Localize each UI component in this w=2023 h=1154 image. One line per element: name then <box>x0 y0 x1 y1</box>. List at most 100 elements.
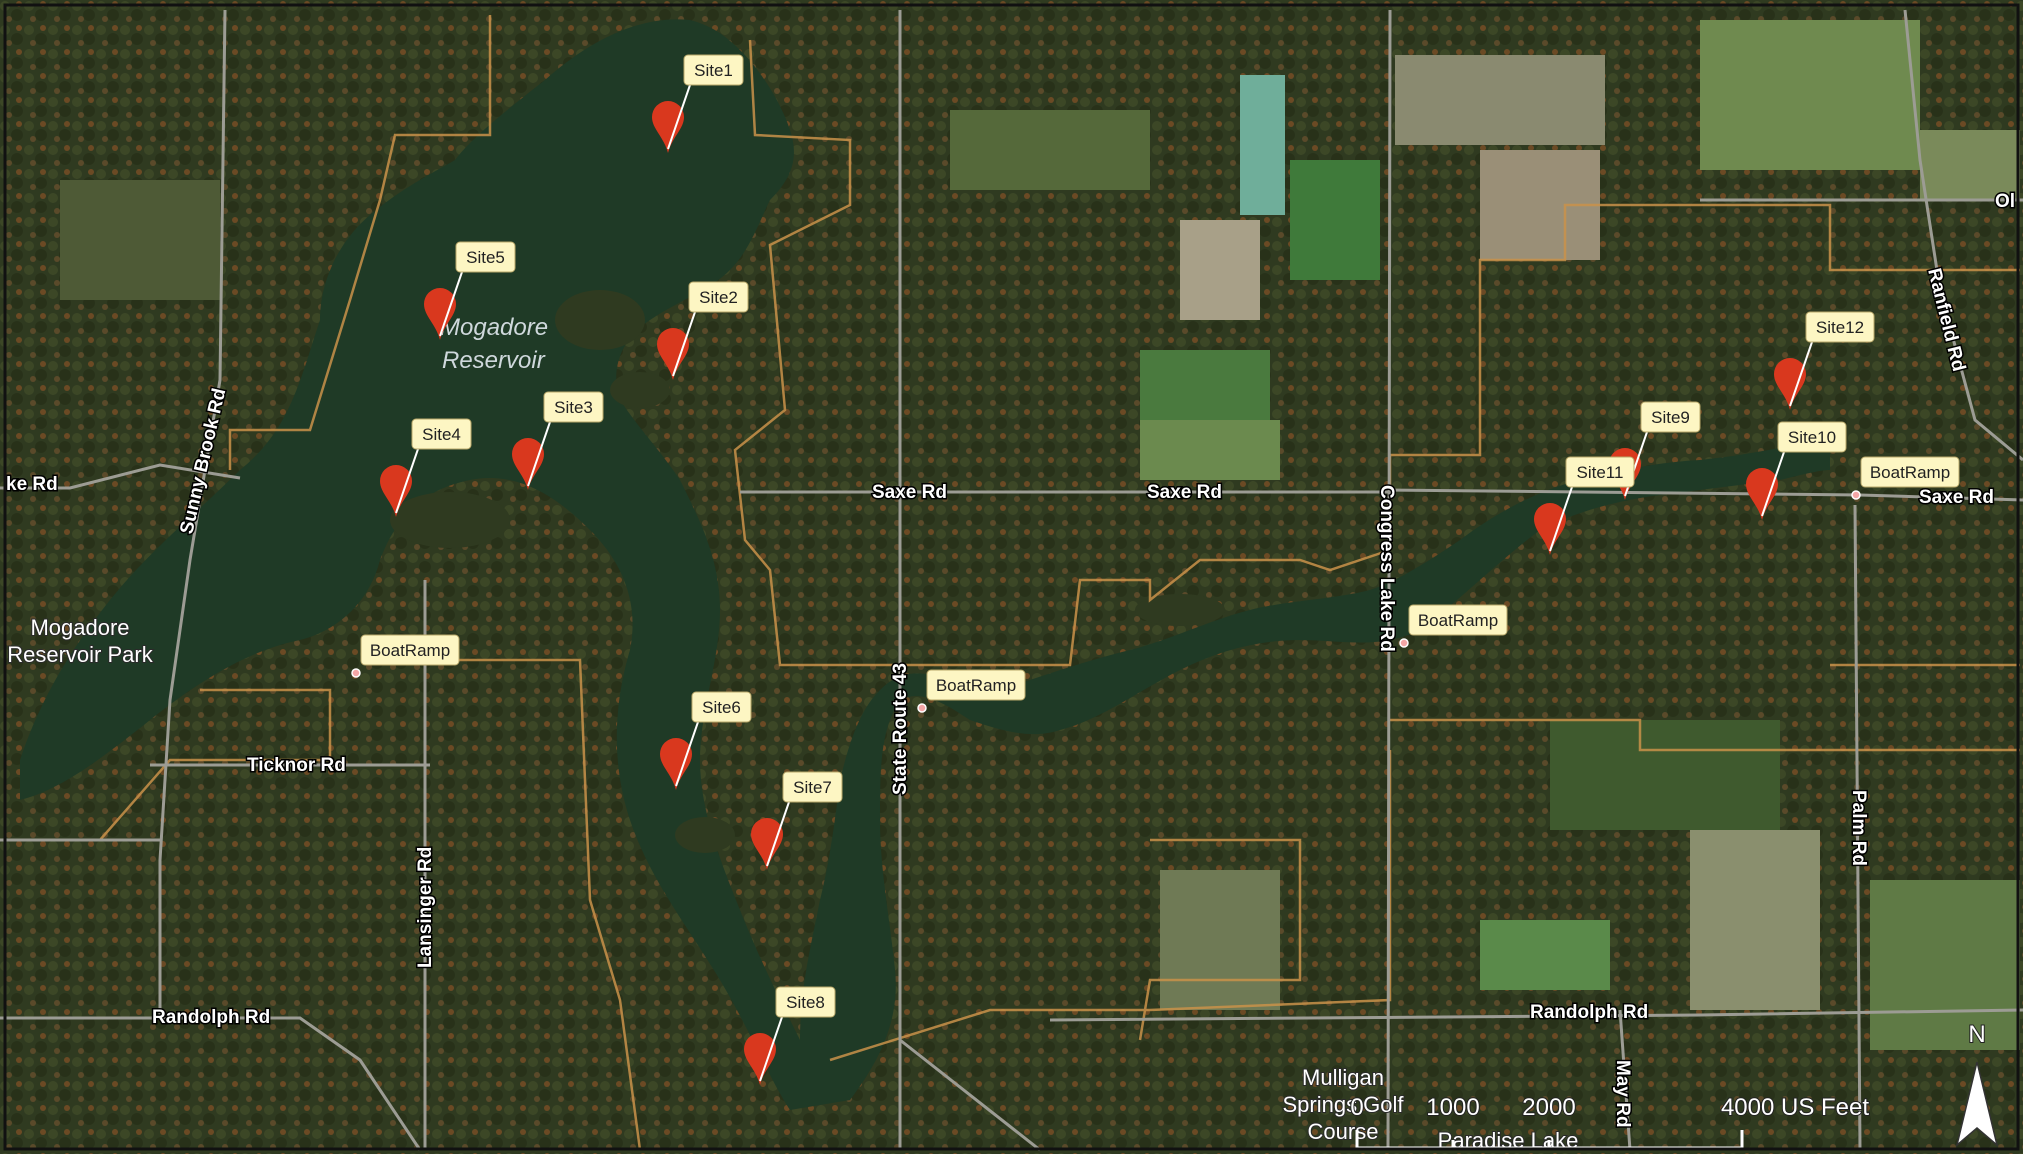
boat-ramp-1[interactable]: BoatRamp <box>351 634 460 678</box>
boat-ramp-label-box <box>1408 604 1508 636</box>
map-pin-icon <box>1774 358 1806 410</box>
leader-line <box>667 84 691 150</box>
islands <box>390 290 1225 853</box>
road-label-palm: Palm Rd <box>1848 790 1869 866</box>
leader-line <box>1761 451 1785 517</box>
scale-label-4000: 4000 US Feet <box>1721 1094 1869 1121</box>
site-label-box <box>1565 456 1635 488</box>
site-marker-8[interactable]: Site8 <box>744 986 836 1085</box>
map-pin-icon <box>652 101 684 153</box>
road-label-congress-lake: Congress Lake Rd <box>1376 485 1397 652</box>
map-pin-icon <box>512 438 544 490</box>
scale-label-1000: 1000 <box>1426 1094 1479 1121</box>
site-label-box <box>775 986 836 1018</box>
site-marker-2[interactable]: Site2 <box>657 281 749 380</box>
site-label: Site11 <box>1577 463 1624 482</box>
road-label-saxe-2: Saxe Rd <box>1147 482 1222 503</box>
boat-ramp-label: BoatRamp <box>1870 463 1950 482</box>
site-label: Site8 <box>786 993 825 1012</box>
site-label-box <box>688 281 749 313</box>
leader-line <box>395 448 419 514</box>
map-pin-icon <box>380 465 412 517</box>
leader-line <box>766 801 790 867</box>
road-label-lansinger: Lansinger Rd <box>415 847 436 968</box>
site-label: Site3 <box>554 398 593 417</box>
site-label-box <box>691 691 752 723</box>
north-arrow-icon <box>1955 1061 1999 1148</box>
site-marker-7[interactable]: Site7 <box>751 771 843 870</box>
road-label-randolph-1: Randolph Rd <box>152 1007 270 1028</box>
site-label-box <box>1805 311 1875 343</box>
map-pin-icon <box>660 738 692 790</box>
water-label-line2: Reservoir <box>442 347 546 374</box>
place-label-park-line2: Reservoir Park <box>7 642 153 667</box>
fields <box>60 20 2020 1050</box>
water-label-line1: Mogadore <box>440 314 548 341</box>
site-marker-11[interactable]: Site11 <box>1534 456 1635 555</box>
boat-ramp-label-box <box>1860 456 1960 488</box>
scale-label-0: 0 <box>1350 1094 1363 1121</box>
site-marker-1[interactable]: Site1 <box>652 54 744 153</box>
site-marker-6[interactable]: Site6 <box>660 691 752 790</box>
boat-ramp-dot-icon <box>917 703 927 713</box>
site-label: Site2 <box>699 288 738 307</box>
site-label-box <box>1777 421 1847 453</box>
boat-ramp-dot-icon <box>351 668 361 678</box>
place-label-park-line1: Mogadore <box>30 615 129 640</box>
road-label-ol: Ol <box>1995 191 2015 212</box>
scale-label-2000: 2000 <box>1522 1094 1575 1121</box>
road-label-state-route: State Route 43 <box>890 663 911 795</box>
site-marker-12[interactable]: Site12 <box>1774 311 1875 410</box>
site-label-box <box>455 241 516 273</box>
boat-ramp-label: BoatRamp <box>1418 611 1498 630</box>
map-pin-icon <box>751 818 783 870</box>
map-frame <box>3 3 2020 1151</box>
north-arrow: N <box>1955 1020 1999 1148</box>
boat-ramp-dot-icon <box>1851 490 1861 500</box>
boat-ramp-dot-icon <box>1399 638 1409 648</box>
boat-ramp-label: BoatRamp <box>936 676 1016 695</box>
scale-bar: 0 1000 2000 4000 US Feet <box>1349 1093 1870 1150</box>
map-pin-icon <box>657 328 689 380</box>
map-pin-icon <box>424 288 456 340</box>
boat-ramp-2[interactable]: BoatRamp <box>917 669 1026 713</box>
north-label: N <box>1968 1021 1985 1048</box>
site-label: Site7 <box>793 778 832 797</box>
site-marker-10[interactable]: Site10 <box>1746 421 1847 520</box>
site-label: Site1 <box>694 61 733 80</box>
boat-ramp-label: BoatRamp <box>370 641 450 660</box>
site-label: Site9 <box>1651 408 1690 427</box>
site-label: Site10 <box>1788 428 1836 447</box>
site-label: Site12 <box>1816 318 1864 337</box>
boat-ramp-label-box <box>926 669 1026 701</box>
leader-line <box>1789 341 1813 407</box>
site-marker-4[interactable]: Site4 <box>380 418 472 517</box>
leader-line <box>1549 486 1573 552</box>
boat-ramp-3[interactable]: BoatRamp <box>1399 604 1508 648</box>
map-pin-icon <box>744 1033 776 1085</box>
boat-ramp-4[interactable]: BoatRamp <box>1851 456 1960 500</box>
map-pin-icon <box>1746 468 1778 520</box>
leader-line <box>672 311 696 377</box>
site-label-box <box>782 771 843 803</box>
road-label-ke: ke Rd <box>6 474 58 495</box>
road-label-ticknor: Ticknor Rd <box>247 755 346 776</box>
road-label-may: May Rd <box>1612 1060 1633 1128</box>
site-marker-3[interactable]: Site3 <box>512 391 604 490</box>
leader-line <box>439 271 463 337</box>
site-label-box <box>543 391 604 423</box>
road-label-saxe-1: Saxe Rd <box>872 482 947 503</box>
site-label: Site6 <box>702 698 741 717</box>
place-label-golf-line2: Springs Golf <box>1282 1092 1404 1117</box>
leader-line <box>675 721 699 787</box>
boat-ramp-label-box <box>360 634 460 666</box>
site-marker-5[interactable]: Site5 <box>424 241 516 340</box>
place-label-golf-line3: Course <box>1308 1119 1379 1144</box>
site-label-box <box>683 54 744 86</box>
road-label-randolph-2: Randolph Rd <box>1530 1002 1648 1023</box>
map-pin-icon <box>1534 503 1566 555</box>
township-boundaries <box>99 15 2020 1151</box>
